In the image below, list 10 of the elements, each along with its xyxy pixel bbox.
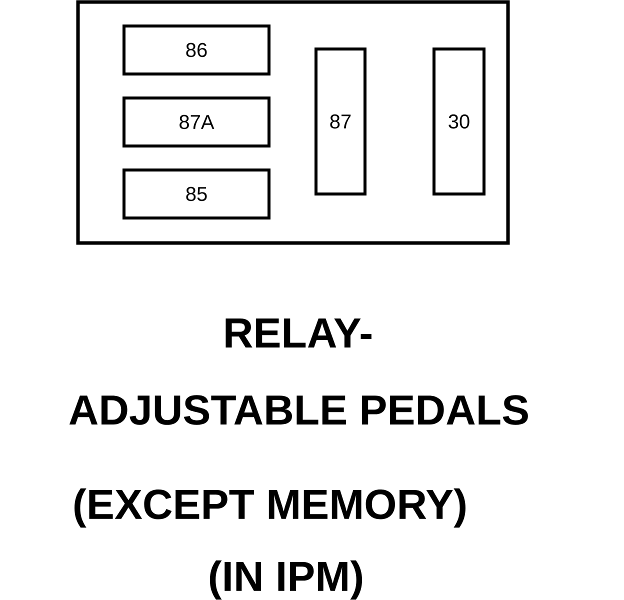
terminal-slot: 85 — [122, 168, 270, 220]
title-text: RELAY- — [226, 318, 372, 348]
title-text: (EXCEPT MEMORY) — [74, 488, 466, 528]
terminal-slot: 87A — [122, 96, 270, 148]
terminal-slot: 86 — [122, 24, 270, 76]
terminal-slot: 87 — [314, 48, 366, 196]
title-text: ADJUSTABLE PEDALS — [69, 395, 528, 425]
title-text: (IN IPM) — [210, 560, 362, 600]
terminal-slot: 30 — [432, 48, 486, 196]
relay-outline — [76, 0, 510, 245]
